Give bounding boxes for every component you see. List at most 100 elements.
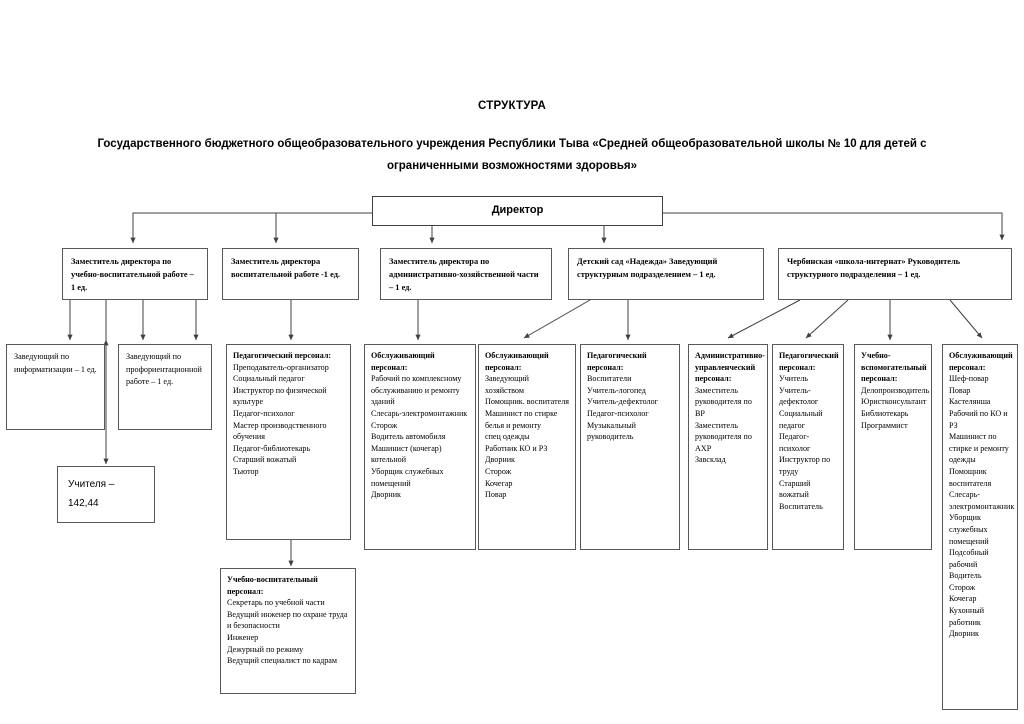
staff-item: Юристконсультант <box>861 397 927 407</box>
node-deputy-admin-label: Заместитель директора по административно… <box>389 257 539 292</box>
node-header: Обслуживающий персонал: <box>949 351 1013 372</box>
staff-item: Рабочий по комплексному обслуживанию и р… <box>371 374 462 407</box>
staff-item: Педагог-библиотекарь <box>233 443 311 453</box>
staff-item: Водитель <box>949 571 982 581</box>
staff-item: Завсклад <box>695 455 726 465</box>
node-header: Педагогический персонал: <box>233 351 332 360</box>
staff-item: Педагог-психолог <box>587 408 649 418</box>
staff-item: Слесарь-электромонтажник <box>949 490 1015 511</box>
staff-item: Социальный педагог <box>233 374 305 384</box>
staff-item: спец одежды <box>485 432 530 442</box>
staff-item: Заместитель руководителя по ВР <box>695 385 752 418</box>
staff-item: Помощник воспитателя <box>949 466 992 488</box>
staff-item: Дворник <box>485 455 515 465</box>
staff-item: Старший вожатый <box>779 478 811 500</box>
node-boarding-school[interactable]: Чербинская «школа-интернат» Руководитель… <box>778 248 1012 300</box>
node-head-career[interactable]: Заведующий по профориентационной работе … <box>118 344 212 430</box>
node-header: Обслуживающий персонал: <box>371 351 435 372</box>
staff-item: Учитель <box>779 374 808 384</box>
node-deputy-admin[interactable]: Заместитель директора по административно… <box>380 248 552 300</box>
staff-item: Инженер <box>227 632 259 642</box>
staff-item: Мастер производственного обучения <box>233 420 327 442</box>
staff-item: Помощник. воспитателя <box>485 397 569 407</box>
staff-item: Машинист по стирке белья и ремонту <box>485 408 558 430</box>
staff-item: Заместитель руководителя по АХР <box>695 420 752 453</box>
staff-item: Кочегар <box>949 594 977 604</box>
staff-item: Машинист по стирке и ремонту одежды <box>949 432 1009 465</box>
node-head-informatization[interactable]: Заведующий по информатизации – 1 ед. <box>6 344 105 430</box>
node-kindergarten[interactable]: Детский сад «Надежда» Заведующий структу… <box>568 248 764 300</box>
node-teachers-label: Учителя – 142,44 <box>68 479 115 509</box>
staff-item: Библиотекарь <box>861 408 909 418</box>
staff-item: Кочегар <box>485 478 513 488</box>
node-director-label: Директор <box>491 204 544 217</box>
staff-item: Работник КО и РЗ <box>485 443 548 453</box>
node-boarding-school-label: Чербинская «школа-интернат» Руководитель… <box>787 257 961 279</box>
staff-item: Подсобный рабочий <box>949 548 989 569</box>
node-pedagogical-staff-school[interactable]: Педагогический персонал: Преподаватель-о… <box>226 344 351 540</box>
staff-item: Дворник <box>371 490 401 500</box>
page-subtitle: Государственного бюджетного общеобразова… <box>97 138 927 172</box>
staff-item: Учитель-дефектолог <box>779 385 819 407</box>
staff-item: Водитель автомобиля <box>371 432 446 442</box>
staff-item: Инструктор по труду <box>779 455 831 476</box>
node-header: Учебно-воспитательный персонал: <box>227 575 318 596</box>
staff-item: Педагог-психолог <box>779 432 811 453</box>
node-deputy-academic[interactable]: Заместитель директора по учебно-воспитат… <box>62 248 208 300</box>
node-director[interactable]: Директор <box>372 196 663 226</box>
staff-item: Кастелянша <box>949 397 991 407</box>
staff-item: Старший вожатый <box>233 455 297 465</box>
node-header: Обслуживающий персонал: <box>485 351 549 372</box>
node-service-staff-boarding[interactable]: Обслуживающий персонал: Шеф-повар Повар … <box>942 344 1018 710</box>
node-educational-support-staff[interactable]: Учебно-воспитательный персонал: Секретар… <box>220 568 356 694</box>
staff-item: Повар <box>949 385 971 395</box>
node-deputy-upbringing-label: Заместитель директора воспитательной раб… <box>231 257 341 279</box>
node-pedagogical-staff-boarding[interactable]: Педагогический персонал: Учитель Учитель… <box>772 344 844 550</box>
staff-item: Ведущий инженер по охране труда и безопа… <box>227 609 348 631</box>
staff-item: Сторож <box>949 582 976 592</box>
staff-item: Программист <box>861 420 908 430</box>
staff-item: Шеф-повар <box>949 374 989 384</box>
staff-item: Дежурный по режиму <box>227 644 304 654</box>
node-header: Педагогический персонал: <box>779 351 839 372</box>
staff-item: Сторож <box>485 466 512 476</box>
node-head-informatization-label: Заведующий по информатизации – 1 ед. <box>14 352 97 374</box>
staff-item: Секретарь по учебной части <box>227 598 325 608</box>
node-kindergarten-label: Детский сад «Надежда» Заведующий структу… <box>577 257 718 279</box>
node-pedagogical-staff-kindergarten[interactable]: Педагогический персонал: Воспитатели Учи… <box>580 344 680 550</box>
node-teaching-auxiliary-staff[interactable]: Учебно-вспомогательный персонал: Делопро… <box>854 344 932 550</box>
staff-item: Уборщик служебных помещений <box>371 466 444 488</box>
staff-item: Социальный педагог <box>779 408 823 430</box>
node-teachers[interactable]: Учителя – 142,44 <box>57 466 155 523</box>
staff-item: Делопроизводитель <box>861 385 930 395</box>
node-deputy-upbringing[interactable]: Заместитель директора воспитательной раб… <box>222 248 359 300</box>
staff-item: Воспитатель <box>779 501 823 511</box>
staff-item: Повар <box>485 490 507 500</box>
staff-item: Педагог-психолог <box>233 408 295 418</box>
staff-item: Учитель-логопед <box>587 385 646 395</box>
staff-item: Уборщик служебных помещений <box>949 513 989 546</box>
node-service-staff-kindergarten[interactable]: Обслуживающий персонал: Заведующий хозяй… <box>478 344 576 550</box>
node-deputy-academic-label: Заместитель директора по учебно-воспитат… <box>71 257 194 292</box>
node-head-career-label: Заведующий по профориентационной работе … <box>126 352 202 386</box>
staff-item: Рабочий по КО и РЗ <box>949 408 1008 430</box>
staff-item: Тьютор <box>233 466 259 476</box>
staff-item: Преподаватель-организатор <box>233 362 329 372</box>
node-header: Административно-управленческий персонал: <box>695 351 765 384</box>
staff-item: Воспитатели <box>587 374 632 384</box>
staff-item: Ведущий специалист по кадрам <box>227 656 338 666</box>
node-header: Педагогический персонал: <box>587 351 647 372</box>
staff-item: Учитель-дефектолог <box>587 397 658 407</box>
staff-item: Сторож <box>371 420 398 430</box>
staff-item: Кухонный работник <box>949 606 985 627</box>
node-administrative-staff[interactable]: Административно-управленческий персонал:… <box>688 344 768 550</box>
staff-item: Заведующий хозяйством <box>485 374 530 395</box>
page-title: СТРУКТУРА <box>478 100 546 112</box>
staff-item: Инструктор по физической культуре <box>233 385 327 407</box>
staff-item: Машинист (кочегар) котельной <box>371 443 442 465</box>
staff-item: Музыкальный руководитель <box>587 420 636 442</box>
staff-item: Слесарь-электромонтажник <box>371 408 468 418</box>
node-service-staff-school[interactable]: Обслуживающий персонал: Рабочий по компл… <box>364 344 476 550</box>
node-header: Учебно-вспомогательный персонал: <box>861 351 927 384</box>
